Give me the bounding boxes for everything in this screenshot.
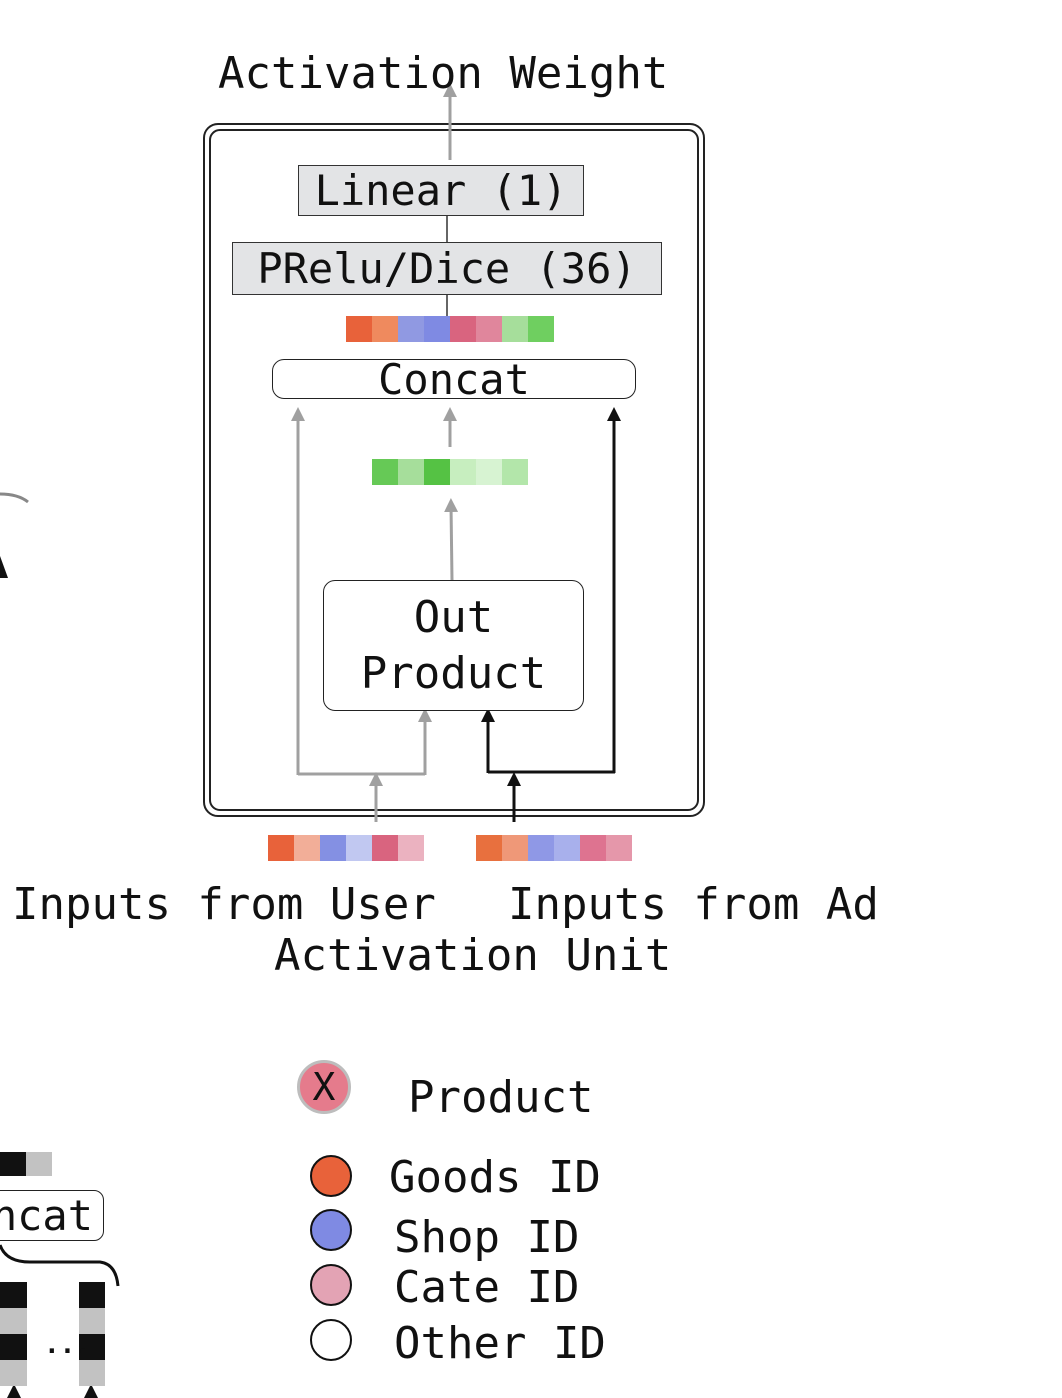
embedding-cell <box>424 316 450 342</box>
inputs-from-user-label: Inputs from User <box>12 879 436 930</box>
product-symbol-text: X <box>312 1065 336 1109</box>
embedding-cell <box>372 835 398 861</box>
user-input-embedding <box>268 835 424 861</box>
left-embedding-column-1 <box>0 1282 27 1386</box>
left-concat-small-embedding <box>0 1152 52 1176</box>
activation-weight-label: Activation Weight <box>218 48 669 99</box>
ad-input-embedding <box>476 835 632 861</box>
activation-unit-outer-border <box>203 123 705 817</box>
legend-goods-id-swatch <box>310 1155 352 1197</box>
concat-label: Concat <box>378 354 530 404</box>
left-concat-fragment-box: ncat <box>0 1190 104 1241</box>
embedding-cell <box>580 835 606 861</box>
embedding-cell <box>502 459 528 485</box>
out-product-output-embedding <box>372 459 528 485</box>
left-bottom-arrowhead-2 <box>84 1384 98 1398</box>
embedding-cell <box>294 835 320 861</box>
concat-box: Concat <box>272 355 636 404</box>
left-ellipsis: ... <box>44 1330 91 1360</box>
embedding-cell <box>606 835 632 861</box>
embedding-cell <box>320 835 346 861</box>
concat-output-embedding <box>346 316 554 342</box>
embedding-cell <box>476 835 502 861</box>
prelu-dice-layer-label: PRelu/Dice (36) <box>257 244 637 293</box>
embedding-cell <box>268 835 294 861</box>
linear-layer-label: Linear (1) <box>314 166 568 215</box>
embedding-cell <box>528 316 554 342</box>
embedding-cell <box>424 459 450 485</box>
legend-shop-id-swatch <box>310 1209 352 1251</box>
embedding-cell <box>398 316 424 342</box>
prelu-dice-layer-box: PRelu/Dice (36) <box>232 242 662 295</box>
product-symbol-icon: X <box>297 1060 351 1114</box>
left-concat-fragment-label: ncat <box>0 1191 93 1240</box>
embedding-cell <box>528 835 554 861</box>
legend-cate-id-label: Cate ID <box>394 1262 580 1313</box>
left-brace <box>0 1244 120 1287</box>
embedding-cell <box>398 459 424 485</box>
embedding-cell <box>502 316 528 342</box>
embedding-cell <box>450 316 476 342</box>
embedding-cell <box>346 316 372 342</box>
out-product-label-line2: Product <box>360 647 547 699</box>
left-embedding-column-2 <box>79 1282 105 1386</box>
inputs-from-ad-label: Inputs from Ad <box>508 879 879 930</box>
out-product-label-line1: Out <box>413 591 494 643</box>
legend-goods-id-label: Goods ID <box>389 1152 601 1203</box>
out-product-to-strip-arrow <box>444 498 459 581</box>
legend-shop-id-label: Shop ID <box>394 1212 580 1263</box>
embedding-cell <box>476 459 502 485</box>
embedding-cell <box>502 835 528 861</box>
left-bottom-arrowhead-1 <box>7 1384 21 1398</box>
linear-layer-box: Linear (1) <box>298 165 584 216</box>
activation-unit-caption: Activation Unit <box>274 930 672 981</box>
activation-unit-inner-border <box>209 129 699 811</box>
embedding-cell <box>450 459 476 485</box>
embedding-cell <box>398 835 424 861</box>
legend-product-label: Product <box>408 1072 594 1123</box>
legend-other-id-swatch <box>310 1319 352 1361</box>
legend-cate-id-swatch <box>310 1264 352 1306</box>
left-partial-arc <box>0 492 29 504</box>
embedding-cell <box>476 316 502 342</box>
legend-other-id-label: Other ID <box>394 1318 606 1369</box>
embedding-cell <box>346 835 372 861</box>
out-product-box: Out Product <box>323 580 584 711</box>
embedding-cell <box>554 835 580 861</box>
embedding-cell <box>372 459 398 485</box>
left-partial-arrowhead <box>0 556 8 578</box>
embedding-cell <box>372 316 398 342</box>
